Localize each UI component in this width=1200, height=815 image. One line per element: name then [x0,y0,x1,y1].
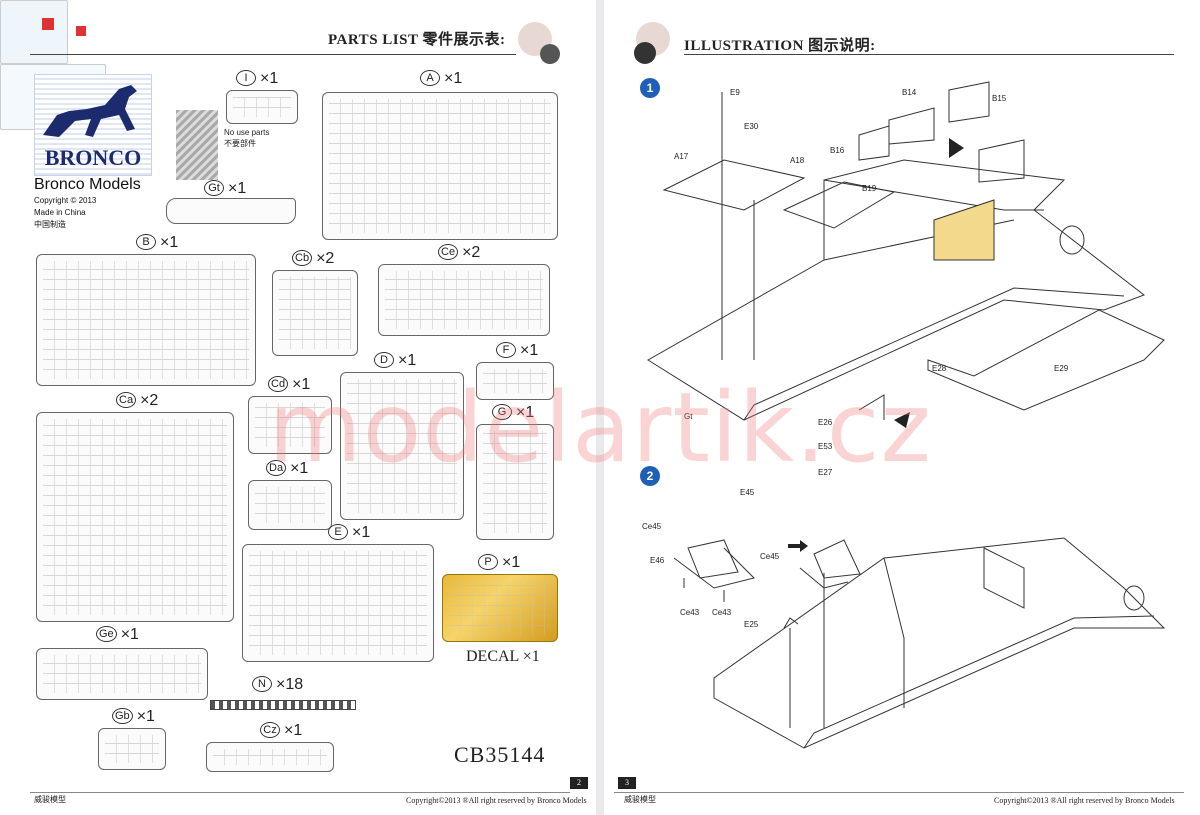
part-code: E9 [730,88,740,97]
part-code: E26 [818,418,833,427]
sprue-e [242,544,434,662]
footer-brand-cn: 威骏模型 [34,795,66,804]
illustration-header: ILLUSTRATION 图示说明: [684,38,876,54]
sprue-cb [272,270,358,356]
step-2-hull-drawing [673,537,1166,749]
footer-rule [614,792,1184,793]
part-code: E30 [744,122,759,131]
no-use-note: No use parts [224,128,270,137]
sprue-label-gt: Gt×1 [204,180,246,198]
part-code: Ce45 [760,552,780,561]
parts-list-page: PARTS LIST 零件展示表: BRONCO Bronco Models C… [0,0,596,815]
sprue-label-cb: Cb×2 [292,250,334,268]
sprue-label-e: E×1 [328,524,370,542]
parts-list-header: PARTS LIST 零件展示表: [328,32,506,48]
part-code: Ce43 [712,608,732,617]
bronco-logo: BRONCO [34,74,152,176]
header-decoration-dark [540,44,560,64]
sprue-ge [36,648,208,700]
part-code: E45 [740,488,755,497]
brand-name: Bronco Models [34,176,141,193]
header-decoration-dark [634,42,656,64]
step-2-badge: 2 [640,466,660,486]
sprue-cz [206,742,334,772]
sprue-a [322,92,558,240]
part-code: B14 [902,88,917,97]
sprue-label-d: D×1 [374,352,416,370]
sprue-label-da: Da×1 [266,460,308,478]
page-number: 3 [618,777,636,789]
sprue-gb [98,728,166,770]
logo-text: BRONCO [44,145,142,170]
decal-marking [76,26,86,36]
sprue-label-a: A×1 [420,70,462,88]
step-1-badge: 1 [640,78,660,98]
sprue-da [248,480,332,530]
part-code: E46 [650,556,665,565]
footer-rule [30,792,570,793]
decal-sheet-small [0,0,68,64]
footer-brand-cn: 威骏模型 [624,795,656,804]
header-rule [30,54,516,55]
illustration-page: ILLUSTRATION 图示说明: 1 2 E9 E30 B14 B15 [604,0,1200,815]
sprue-label-ge: Ge×1 [96,626,139,644]
sprue-label-f: F×1 [496,342,538,360]
part-code: E29 [1054,364,1069,373]
sprue-label-ce: Ce×2 [438,244,480,262]
sprue-label-n: N×18 [252,676,303,694]
brand-copyright: Copyright © 2013 [34,196,97,205]
sprue-label-cz: Cz×1 [260,722,302,740]
footer-copyright: Copyright©2013 ®All right reserved by Br… [406,796,587,805]
arrow-icon [788,540,808,552]
part-code: B19 [862,184,877,193]
sprue-label-b: B×1 [136,234,178,252]
sprue-g [476,424,554,540]
sprue-cd [248,396,332,454]
sprue-d [340,372,464,520]
sprue-label-g: G×1 [492,404,534,422]
arrow-icon [949,138,964,158]
sprue-i [226,90,298,124]
photo-etch-fret [442,574,558,642]
sprue-label-p: P×1 [478,554,520,572]
sprue-label-i: I×1 [236,70,278,88]
arrow-icon [894,412,910,428]
part-code: E25 [744,620,759,629]
part-code: A18 [790,156,805,165]
kit-number: CB35144 [454,742,546,767]
part-code: E27 [818,468,833,477]
part-code: Gt [684,412,693,421]
sprue-label-gb: Gb×1 [112,708,155,726]
no-use-swatch [176,110,218,180]
part-code: B16 [830,146,845,155]
part-code: Ce45 [642,522,662,531]
track-links-strip [210,700,356,710]
step-1-hull-drawing [647,81,1165,428]
sprue-label-ca: Ca×2 [116,392,158,410]
part-code: B15 [992,94,1007,103]
sprue-ca [36,412,234,622]
part-code: E28 [932,364,947,373]
sprue-gt [166,198,296,224]
horse-icon [43,85,137,137]
part-code: E53 [818,442,833,451]
sprue-ce [378,264,550,336]
made-in-cn: 中国制造 [34,220,66,229]
decal-marking [42,18,54,30]
part-code: A17 [674,152,689,161]
no-use-note-cn: 不要部件 [224,139,256,148]
part-code: Ce43 [680,608,700,617]
sprue-f [476,362,554,400]
decal-label: DECAL ×1 [466,648,540,665]
header-rule [684,54,1174,55]
sprue-label-cd: Cd×1 [268,376,310,394]
footer-copyright: Copyright©2013 ®All right reserved by Br… [994,796,1175,805]
made-in: Made in China [34,208,86,217]
page-number: 2 [570,777,588,789]
sprue-b [36,254,256,386]
